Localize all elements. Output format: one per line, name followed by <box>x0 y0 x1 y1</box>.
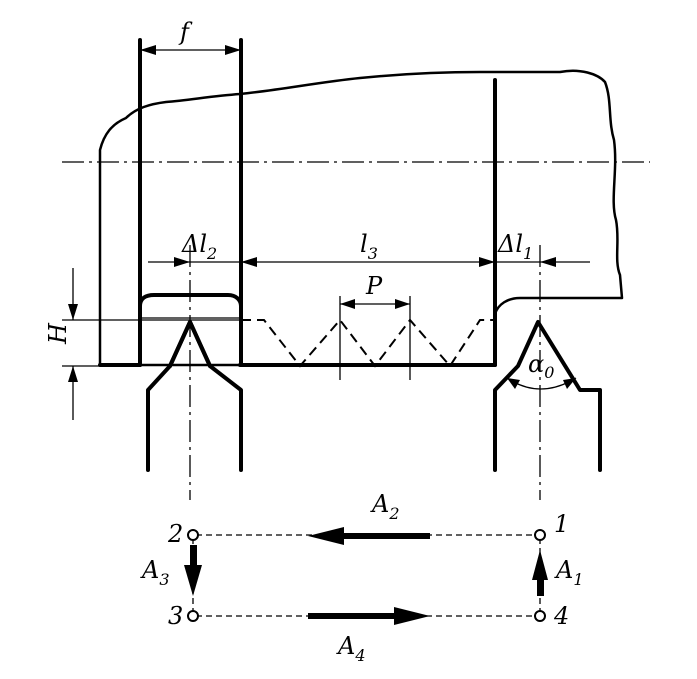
cycle-point-4-marker <box>534 610 546 622</box>
move-a3-label: A3 <box>140 556 170 589</box>
dim-p-arrow-left <box>340 299 355 309</box>
tool-left-tip-cap <box>138 293 243 308</box>
thread-profile-dashed <box>241 318 495 368</box>
workpiece-outline <box>98 69 624 367</box>
dim-dl1-arrow <box>540 257 556 267</box>
move-a4-shaft <box>308 613 398 619</box>
move-a3-shaft <box>190 545 197 567</box>
dim-p-arrow-right <box>395 299 410 309</box>
dim-f-arrow-left <box>140 45 156 55</box>
label-dl2: Δl2 <box>181 230 217 263</box>
move-a1-shaft <box>537 578 544 596</box>
dim-l3-arrow-left <box>241 257 257 267</box>
move-a1-head <box>532 550 548 580</box>
move-a1-label: A1 <box>554 556 584 589</box>
cycle-point-2-marker <box>187 529 199 541</box>
dim-l3-arrow-right <box>479 257 495 267</box>
dim-h-arrow-top <box>68 304 78 320</box>
dim-f-arrow-right <box>225 45 241 55</box>
move-a4-head <box>394 607 430 625</box>
dim-dl2-arrow <box>174 257 190 267</box>
dim-h-arrow-bottom <box>68 366 78 382</box>
dim-alpha-arrow-left <box>507 378 520 389</box>
cycle-point-3-label: 3 <box>168 602 183 630</box>
label-h: H <box>44 322 72 345</box>
move-a2-head <box>308 527 344 545</box>
dim-alpha-arrow-right <box>563 378 576 389</box>
move-a3-head <box>184 565 202 596</box>
label-l3: l3 <box>360 230 378 263</box>
move-a2-label: A2 <box>370 490 400 523</box>
label-f: f <box>178 18 193 46</box>
cycle-point-1-marker <box>534 529 546 541</box>
cycle-point-1-label: 1 <box>554 510 569 538</box>
label-alpha: α0 <box>528 350 554 382</box>
cycle-point-4-label: 4 <box>553 602 569 630</box>
move-a4-label: A4 <box>336 632 366 665</box>
cycle-point-2-label: 2 <box>167 520 183 548</box>
move-a2-shaft <box>340 533 430 539</box>
tool-left-shank <box>146 320 243 472</box>
label-p: P <box>365 272 383 300</box>
label-dl1: Δl1 <box>497 230 533 263</box>
cycle-point-3-marker <box>187 610 199 622</box>
tool-right-shank <box>493 320 602 472</box>
